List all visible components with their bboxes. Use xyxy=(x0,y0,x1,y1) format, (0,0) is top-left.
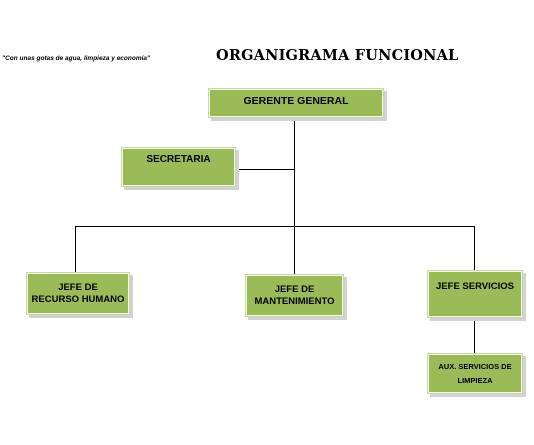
node-jefe-servicios: JEFE SERVICIOS xyxy=(427,270,523,318)
connector-servicios-to-aux xyxy=(474,318,475,353)
node-jefe-servicios-label: JEFE SERVICIOS xyxy=(436,281,514,292)
connector-horizontal-bus xyxy=(75,226,475,227)
node-aux-line2: LIMPIEZA xyxy=(457,375,493,385)
node-aux-servicios-limpieza: AUX. SERVICIOS DE LIMPIEZA xyxy=(427,353,523,394)
connector-to-recurso-humano xyxy=(75,226,76,272)
node-secretaria: SECRETARIA xyxy=(121,147,236,187)
node-gerente-general: GERENTE GENERAL xyxy=(208,88,384,118)
node-mantenimiento-line1: JEFE DE xyxy=(274,283,315,295)
node-secretaria-label: SECRETARIA xyxy=(146,154,211,165)
node-gerente-general-label: GERENTE GENERAL xyxy=(243,95,349,107)
company-slogan: "Con unas gotas de agua, limpieza y econ… xyxy=(2,55,151,62)
node-mantenimiento-line2: MANTENIMIENTO xyxy=(254,295,335,307)
connector-secretaria xyxy=(236,169,295,170)
node-jefe-recurso-humano: JEFE DE RECURSO HUMANO xyxy=(26,272,130,315)
chart-title: ORGANIGRAMA FUNCIONAL xyxy=(216,47,459,64)
connector-to-mantenimiento xyxy=(294,226,295,274)
node-recurso-humano-line1: JEFE DE xyxy=(58,281,98,293)
connector-gerente-down xyxy=(294,117,295,227)
node-recurso-humano-line2: RECURSO HUMANO xyxy=(31,293,125,305)
node-jefe-mantenimiento: JEFE DE MANTENIMIENTO xyxy=(245,274,344,317)
connector-to-servicios xyxy=(474,226,475,270)
node-aux-line1: AUX. SERVICIOS DE xyxy=(438,362,512,372)
